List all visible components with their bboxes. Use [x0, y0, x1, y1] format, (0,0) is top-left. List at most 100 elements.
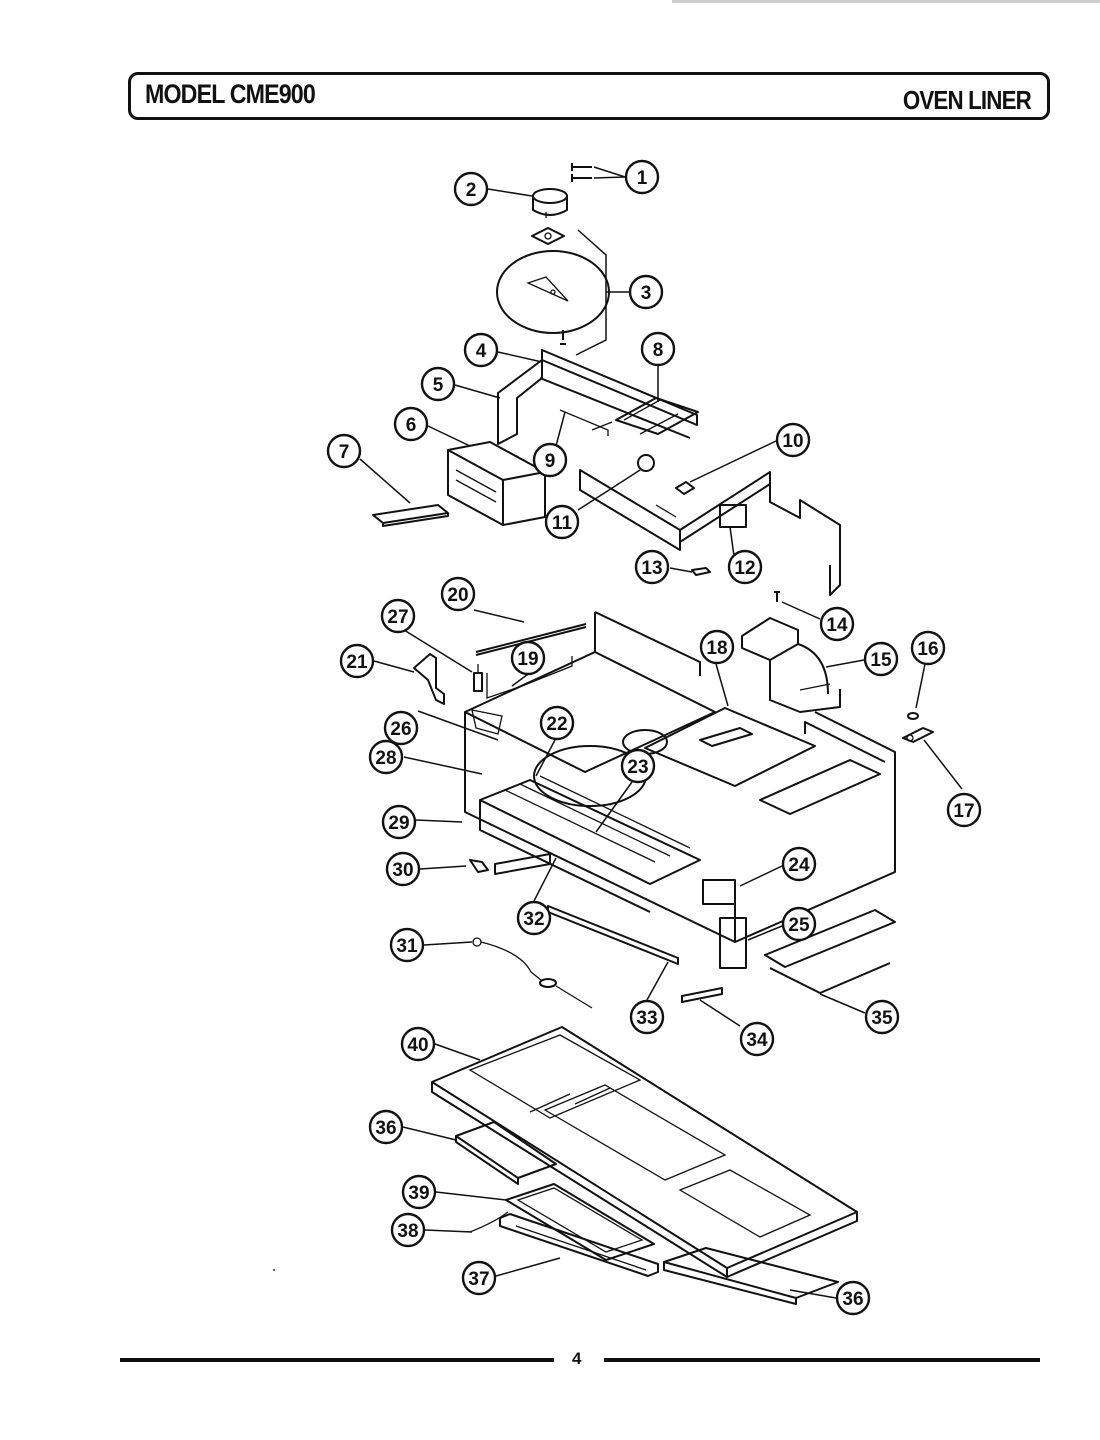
callout-11: 11: [544, 504, 580, 540]
callout-28: 28: [368, 739, 404, 775]
callout-19: 19: [510, 640, 546, 676]
part-20-rod: [475, 623, 587, 656]
svg-text:10: 10: [782, 431, 803, 452]
svg-text:32: 32: [523, 909, 544, 930]
page-header: MODEL CME900 OVEN LINER: [128, 72, 1050, 120]
footer-rule-right: [604, 1358, 1040, 1362]
callout-9: 9: [532, 442, 568, 478]
svg-text:29: 29: [388, 813, 409, 834]
svg-text:21: 21: [346, 652, 368, 673]
svg-text:19: 19: [517, 649, 538, 670]
callout-29: 29: [381, 804, 417, 840]
part-27-switch: [473, 664, 483, 692]
part-15-bracket: [741, 617, 841, 713]
callout-33: 33: [629, 999, 665, 1035]
callout-34: 34: [739, 1021, 775, 1057]
svg-text:30: 30: [392, 860, 413, 881]
svg-text:6: 6: [406, 415, 417, 436]
callout-40: 40: [400, 1026, 436, 1062]
svg-text:16: 16: [917, 639, 938, 660]
callout-14: 14: [819, 606, 855, 642]
callout-2: 2: [453, 171, 489, 207]
part-10-duct-panel: [579, 454, 841, 596]
callout-27: 27: [380, 598, 416, 634]
model-title: MODEL CME900: [145, 79, 316, 109]
svg-text:2: 2: [466, 180, 477, 201]
part-14-screw: [774, 591, 780, 602]
part-2-motor: [532, 188, 568, 218]
callout-10: 10: [775, 422, 811, 458]
callout-35: 35: [864, 999, 900, 1035]
footer-rule-left: [120, 1358, 554, 1362]
svg-text:18: 18: [706, 638, 727, 659]
svg-text:3: 3: [641, 283, 652, 304]
svg-text:37: 37: [468, 1269, 489, 1290]
part-7-cover-plate: [372, 504, 449, 527]
svg-text:14: 14: [826, 615, 848, 636]
svg-text:22: 22: [546, 714, 567, 735]
part-17-hinge-set: [902, 712, 934, 743]
part-36-filter-right: [663, 1247, 839, 1305]
part-drawings: [273, 163, 934, 1305]
callout-38: 38: [390, 1212, 426, 1248]
svg-text:27: 27: [387, 607, 408, 628]
part-36-filter-left: [455, 1121, 557, 1185]
svg-text:35: 35: [871, 1008, 893, 1029]
svg-text:4: 4: [476, 341, 487, 362]
callout-12: 12: [727, 549, 763, 585]
callout-4: 4: [463, 332, 499, 368]
callout-6: 6: [393, 406, 429, 442]
callout-7: 7: [326, 433, 362, 469]
svg-text:5: 5: [433, 375, 444, 396]
part-37-frame: [499, 1213, 659, 1277]
callout-15: 15: [863, 641, 899, 677]
part-39-grille: [505, 1183, 655, 1261]
callout-36-right: 36: [835, 1280, 871, 1316]
callout-36-left: 36: [368, 1109, 404, 1145]
svg-text:11: 11: [552, 513, 573, 534]
callout-3: 3: [628, 274, 664, 310]
svg-text:26: 26: [390, 719, 411, 740]
svg-text:13: 13: [641, 558, 662, 579]
svg-text:25: 25: [788, 915, 810, 936]
svg-text:31: 31: [396, 936, 418, 957]
callout-1: 1: [624, 159, 660, 195]
part-29-oven-cavity: [464, 611, 896, 1003]
part-38-wire: [469, 1211, 509, 1233]
part-40-base-frame: [431, 1026, 858, 1278]
leader-lines: [359, 166, 963, 1299]
svg-text:12: 12: [734, 558, 755, 579]
svg-text:39: 39: [408, 1183, 429, 1204]
svg-text:23: 23: [627, 757, 648, 778]
callout-39: 39: [401, 1174, 437, 1210]
callout-20: 20: [440, 576, 476, 612]
callout-32: 32: [516, 900, 552, 936]
svg-text:20: 20: [447, 585, 468, 606]
callout-8: 8: [640, 331, 676, 367]
section-title: OVEN LINER: [902, 85, 1032, 115]
svg-text:40: 40: [407, 1035, 428, 1056]
svg-text:36: 36: [375, 1118, 396, 1139]
callout-24: 24: [781, 846, 817, 882]
page-number: 4: [572, 1349, 582, 1368]
callout-30: 30: [385, 851, 421, 887]
callout-16: 16: [910, 630, 946, 666]
callout-22: 22: [539, 705, 575, 741]
callout-21: 21: [339, 643, 375, 679]
callout-13: 13: [634, 549, 670, 585]
part-31-harness: [472, 937, 593, 1009]
svg-text:15: 15: [870, 650, 892, 671]
svg-text:33: 33: [636, 1008, 657, 1029]
part-6-waveguide-box: [447, 441, 546, 526]
svg-text:36: 36: [842, 1289, 863, 1310]
callout-31: 31: [389, 927, 425, 963]
callout-37: 37: [461, 1260, 497, 1296]
svg-text:8: 8: [653, 340, 664, 361]
part-30-clip: [469, 859, 489, 873]
svg-text:38: 38: [397, 1221, 418, 1242]
part-21-bracket: [413, 653, 445, 705]
svg-text:17: 17: [953, 801, 974, 822]
svg-text:34: 34: [746, 1030, 768, 1051]
part-3-turntable-tray: [496, 229, 610, 356]
callout-25: 25: [781, 906, 817, 942]
